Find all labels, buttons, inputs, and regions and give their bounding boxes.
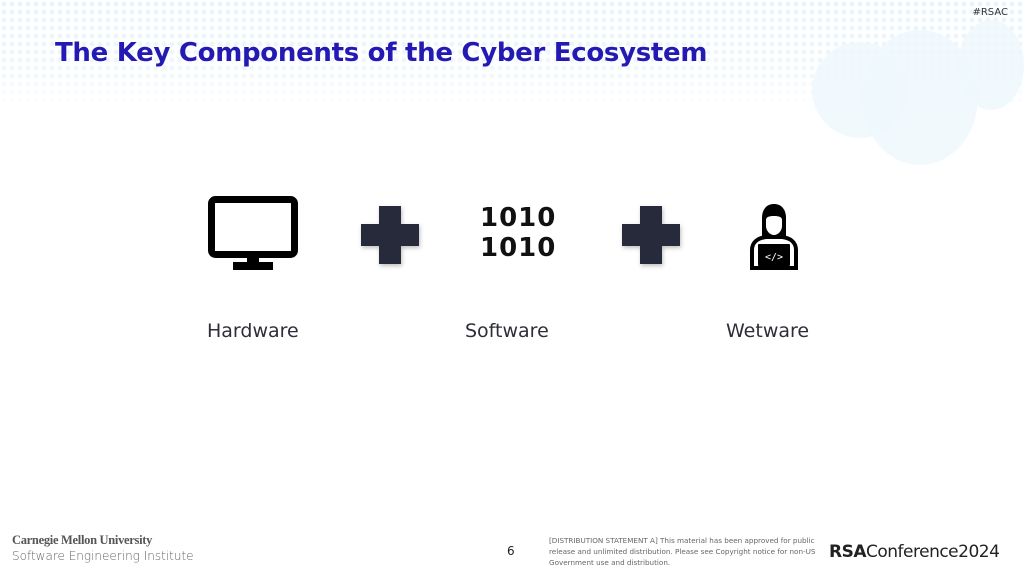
rsac-hashtag: #RSAC (972, 7, 1008, 18)
plus-icon (622, 206, 680, 264)
distribution-statement: [DISTRIBUTION STATEMENT A] This material… (549, 536, 816, 567)
monitor-icon (208, 196, 298, 272)
conference-wordmark: Conference (866, 542, 959, 562)
slide-title: The Key Components of the Cyber Ecosyste… (55, 38, 708, 68)
binary-code-icon: 1010 1010 (480, 203, 557, 263)
binary-line-2: 1010 (480, 233, 557, 263)
svg-text:</>: </> (765, 252, 783, 263)
conference-year: 2024 (958, 542, 1000, 562)
hardware-label: Hardware (207, 320, 299, 342)
person-coding-laptop-icon: </> (746, 204, 802, 274)
cmu-sei-logo: Carnegie Mellon University Software Engi… (12, 533, 194, 563)
software-label: Software (465, 320, 549, 342)
rsa-wordmark: RSA (829, 542, 867, 562)
background-circle (958, 20, 1024, 110)
rsa-conference-logo: RSAConference2024 (829, 542, 1000, 562)
university-name: Carnegie Mellon University (12, 533, 153, 547)
page-number: 6 (507, 544, 515, 558)
wetware-label: Wetware (726, 320, 810, 342)
binary-line-1: 1010 (480, 203, 557, 233)
institute-name: Software Engineering Institute (12, 549, 194, 563)
plus-icon (361, 206, 419, 264)
